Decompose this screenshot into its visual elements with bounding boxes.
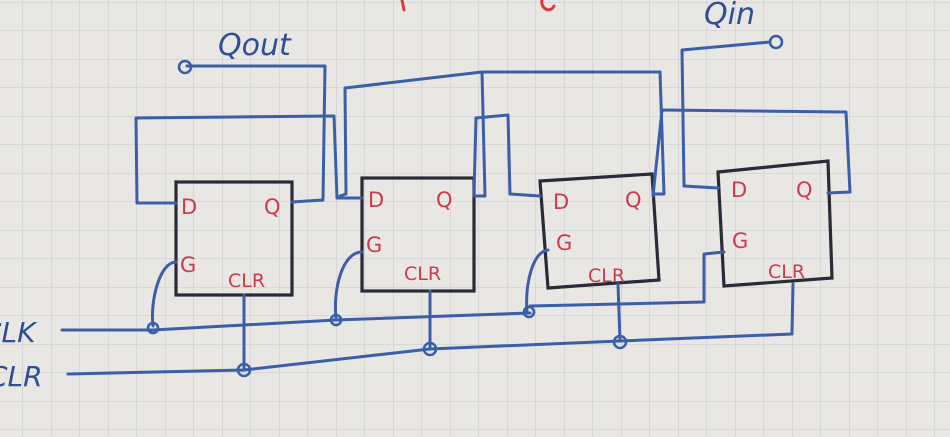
latch-2-gate-wire	[333, 250, 364, 320]
latch-4-clr-pin: CLR	[768, 261, 805, 283]
latch-3-clr-wire	[616, 282, 622, 343]
q-in-label: Qin	[704, 0, 755, 32]
q-in-terminal	[768, 34, 784, 50]
latch-4-gate-wire	[528, 250, 726, 308]
clr-bus	[66, 282, 795, 376]
latch-2-box	[360, 176, 476, 293]
latch-3-to-4-wire	[651, 108, 852, 198]
latch-1-q-pin: Q	[264, 195, 281, 219]
latch-1-d-pin: D	[181, 195, 197, 219]
clr-junction-1	[236, 362, 252, 378]
clr-junction-3	[612, 334, 628, 350]
latch-4-d-pin: D	[731, 178, 747, 202]
latch-3-gate-wire	[525, 248, 550, 314]
latch-3-feedback-wire	[482, 70, 666, 196]
latch-1-feedback-wire	[134, 114, 364, 205]
clk-label: CLK	[0, 316, 38, 349]
clk-junction-1	[146, 321, 160, 335]
clk-junction-2	[329, 313, 343, 327]
clr-label: CLR	[0, 360, 43, 393]
latch-2-feedback-wire	[338, 70, 487, 198]
latch-2-q-pin: Q	[436, 188, 453, 212]
latch-3-box	[538, 172, 661, 290]
latch-2-to-3-wire	[472, 113, 542, 198]
q-in-wire	[680, 40, 772, 190]
latch-1-clr-pin: CLR	[228, 270, 265, 292]
latch-3-g-pin: G	[556, 231, 572, 255]
latch-2-d-pin: D	[368, 188, 384, 212]
top-red-mark-left	[400, 0, 406, 12]
latch-2-clr-pin: CLR	[404, 263, 441, 285]
latch-3-q-pin: Q	[625, 188, 642, 212]
latch-4-g-pin: G	[732, 229, 748, 253]
latch-4-q-pin: Q	[796, 178, 813, 202]
top-red-mark-mid	[540, 0, 556, 12]
latch-1-g-pin: G	[180, 253, 196, 277]
q-out-terminal	[177, 59, 193, 75]
clr-junction-2	[422, 341, 438, 357]
latch-3-d-pin: D	[553, 190, 569, 214]
q-out-label: Qout	[218, 28, 292, 63]
latch-3-clr-pin: CLR	[588, 265, 625, 287]
latch-2-g-pin: G	[366, 233, 382, 257]
latch-1-gate-wire	[150, 260, 178, 328]
clk-junction-3	[522, 305, 536, 319]
latch-4-box	[716, 159, 834, 288]
latch-1-output-wire	[185, 64, 327, 204]
latch-1-box	[174, 180, 294, 297]
